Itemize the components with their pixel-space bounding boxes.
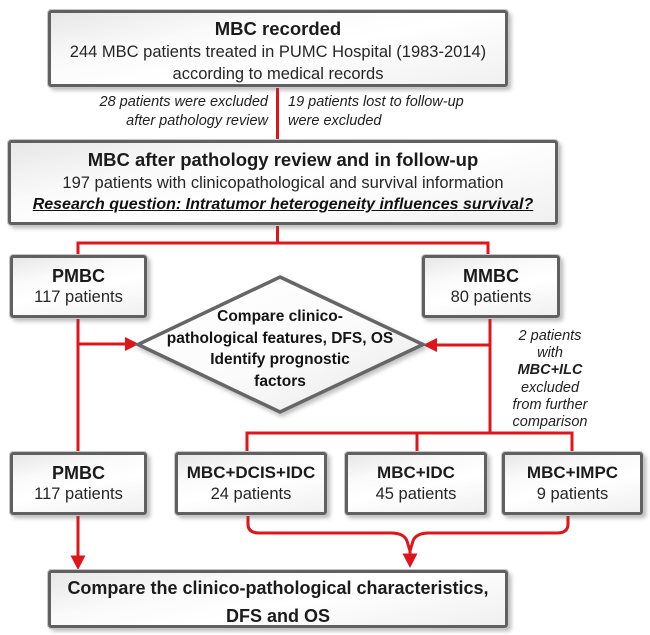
final-compare-box: Compare the clinico-pathological charact… xyxy=(47,569,509,629)
mbc-recorded-line2: according to medical records xyxy=(172,65,384,83)
arrowhead-pmbc-to-final xyxy=(70,555,86,570)
diamond-line2: pathological features, DFS, OS xyxy=(166,329,394,347)
exclusion-right-line1: 19 patients lost to follow-up xyxy=(288,94,464,110)
diamond-label: Compare clinico- pathological features, … xyxy=(155,306,405,392)
exclusion-left-note: 28 patients were excluded after patholog… xyxy=(55,93,268,130)
mmbc-subtitle: 80 patients xyxy=(450,288,532,306)
ilc-exclusion-note: 2 patients with MBC+ILC excluded from fu… xyxy=(494,328,606,431)
diamond-line1: Compare clinico- xyxy=(217,308,343,325)
mbc-impc-box: MBC+IMPC 9 patients xyxy=(501,451,644,516)
mmbc-box: MMBC 80 patients xyxy=(421,254,561,319)
ilc-note-line3: MBC+ILC xyxy=(517,362,583,379)
exclusion-left-line1: 28 patients were excluded xyxy=(99,94,268,110)
followup-title: MBC after pathology review and in follow… xyxy=(87,149,479,170)
mmbc-title: MMBC xyxy=(463,266,519,286)
diamond-line4: factors xyxy=(254,372,306,390)
connector-merge-left-brace xyxy=(246,516,412,552)
ilc-note-line5: from further xyxy=(512,396,588,413)
mbc-recorded-line1: 244 MBC patients treated in PUMC Hospita… xyxy=(69,43,487,61)
pmbc-bottom-subtitle: 117 patients xyxy=(34,485,123,503)
mbc-recorded-box: MBC recorded 244 MBC patients treated in… xyxy=(47,9,509,88)
mbc-impc-subtitle: 9 patients xyxy=(536,485,609,503)
mbc-idc-subtitle: 45 patients xyxy=(375,485,457,503)
followup-box: MBC after pathology review and in follow… xyxy=(7,139,559,226)
mbc-dcis-idc-box: MBC+DCIS+IDC 24 patients xyxy=(174,451,328,516)
exclusion-right-line2: were excluded xyxy=(288,112,382,129)
pmbc-bottom-title: PMBC xyxy=(52,463,105,483)
final-line1: Compare the clinico-pathological charact… xyxy=(67,578,489,598)
mbc-dcis-idc-subtitle: 24 patients xyxy=(210,485,292,503)
mbc-idc-title: MBC+IDC xyxy=(377,463,455,482)
ilc-note-line4: excluded xyxy=(520,379,580,396)
mbc-recorded-title: MBC recorded xyxy=(214,18,342,39)
exclusion-left-line2: after pathology review xyxy=(126,112,268,129)
ilc-note-line6: comparison xyxy=(512,414,588,431)
followup-line1: 197 patients with clinicopathological an… xyxy=(62,174,504,192)
arrowhead-into-diamond-left xyxy=(125,337,139,351)
mbc-impc-title: MBC+IMPC xyxy=(526,463,619,482)
pmbc-top-title: PMBC xyxy=(52,266,105,286)
mbc-dcis-idc-title: MBC+DCIS+IDC xyxy=(186,463,316,482)
arrowhead-merge-to-final xyxy=(402,553,418,568)
pmbc-top-subtitle: 117 patients xyxy=(34,288,123,306)
pmbc-bottom-box: PMBC 117 patients xyxy=(9,451,148,516)
ilc-note-line2: with xyxy=(537,345,563,362)
diamond-line3: Identify prognostic xyxy=(210,351,350,368)
research-question: Research question: Intratumor heterogene… xyxy=(32,196,534,213)
arrowhead-into-diamond-right xyxy=(423,338,437,352)
ilc-note-line1: 2 patients xyxy=(518,328,582,344)
connector-merge-right-brace xyxy=(408,516,570,554)
pmbc-top-box: PMBC 117 patients xyxy=(9,254,148,319)
exclusion-right-note: 19 patients lost to follow-up were exclu… xyxy=(288,93,518,130)
mbc-idc-box: MBC+IDC 45 patients xyxy=(344,451,488,516)
final-line2: DFS and OS xyxy=(225,606,330,626)
